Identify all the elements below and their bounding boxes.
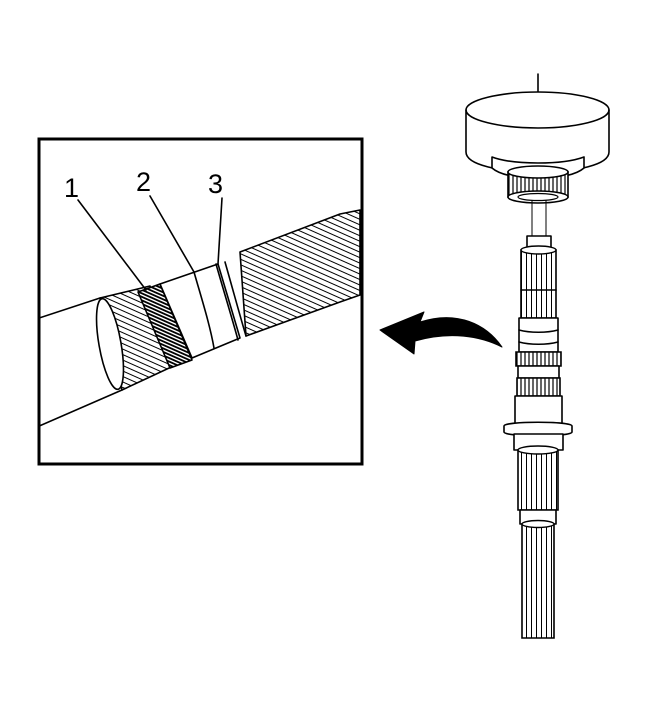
curved-arrow-left-icon [379,311,503,355]
callout-1: 1 [64,173,79,203]
leader-line-1 [77,199,147,291]
leader-line-2 [149,195,195,273]
output-shaft [503,235,573,639]
press-fixture [465,73,610,236]
leader-line-3 [217,197,223,265]
callout-3: 3 [208,169,223,199]
callout-2: 2 [136,167,151,197]
detail-inset: 1 2 3 [37,137,364,466]
